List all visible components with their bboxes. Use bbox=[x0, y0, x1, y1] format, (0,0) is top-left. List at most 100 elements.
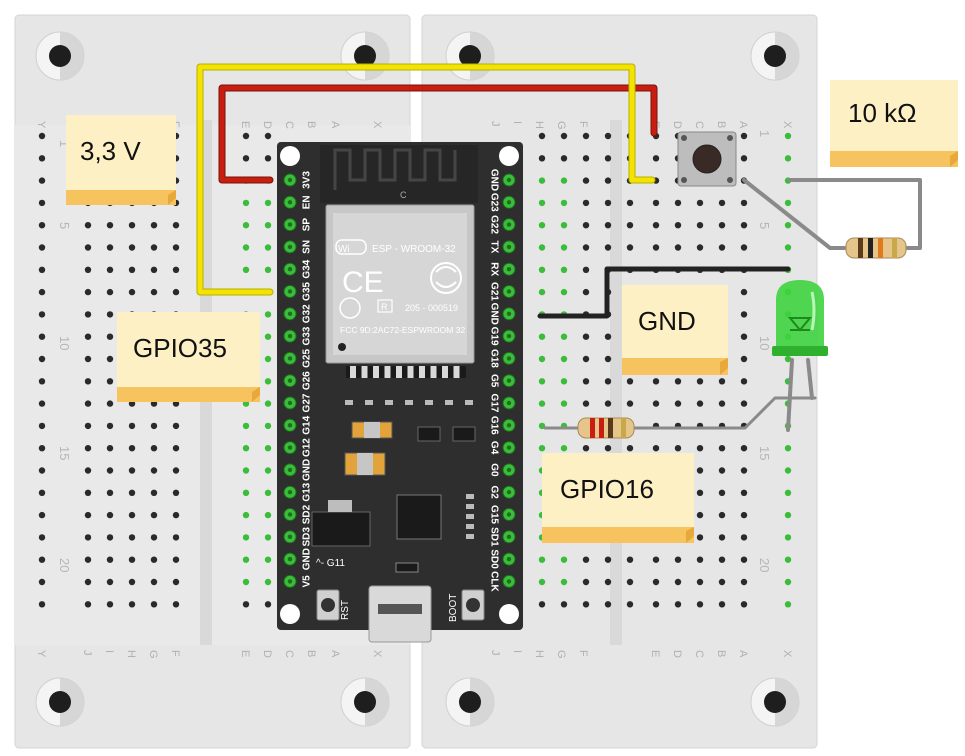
header-pin-right-core bbox=[506, 579, 512, 584]
breadboard-hole bbox=[582, 400, 590, 407]
breadboard-hole bbox=[242, 222, 250, 229]
breadboard-hole bbox=[84, 467, 92, 474]
breadboard-hole bbox=[582, 378, 590, 385]
pin-label-right: G22 bbox=[488, 215, 499, 234]
column-letter-bottom: C bbox=[283, 650, 295, 658]
breadboard-hole bbox=[560, 244, 568, 251]
pin-label-right: G16 bbox=[488, 416, 499, 435]
column-letter-bottom: G bbox=[147, 650, 159, 659]
breadboard-hole bbox=[128, 422, 136, 430]
breadboard-hole bbox=[560, 355, 568, 363]
transistor-1 bbox=[417, 426, 441, 442]
column-letter-bottom-right: I bbox=[511, 650, 523, 653]
breadboard-hole bbox=[264, 244, 272, 251]
breadboard-hole bbox=[652, 199, 660, 207]
wires bbox=[196, 63, 922, 432]
breadboard-hole bbox=[604, 578, 612, 586]
pin-label-left: 3V3 bbox=[302, 171, 313, 189]
breadboard-hole bbox=[718, 556, 726, 563]
mount-hole-center bbox=[49, 45, 71, 67]
breadboard-hole bbox=[106, 400, 114, 407]
header-pin-right-core bbox=[506, 200, 512, 205]
breadboard-hole bbox=[128, 222, 136, 229]
pin-label-left: G25 bbox=[302, 349, 313, 368]
breadboard-hole bbox=[582, 244, 590, 251]
column-letter-bottom-right: F bbox=[577, 650, 589, 657]
breadboard-hole bbox=[84, 288, 92, 296]
breadboard-hole bbox=[150, 222, 158, 229]
header-pin-right-core bbox=[506, 490, 512, 495]
breadboard-hole bbox=[718, 222, 726, 229]
breadboard-hole bbox=[84, 333, 92, 340]
smd-part bbox=[405, 400, 413, 405]
note-3v3-text: 3,3 V bbox=[80, 136, 141, 166]
module-pad bbox=[361, 366, 368, 378]
breadboard-hole bbox=[172, 467, 180, 474]
breadboard-hole bbox=[538, 199, 546, 207]
breadboard-hole bbox=[740, 534, 748, 541]
breadboard-hole bbox=[784, 489, 792, 496]
mount-hole-center bbox=[49, 691, 71, 713]
row-numbers-right: 1 5 10 15 20 bbox=[757, 130, 772, 572]
breadboard-hole bbox=[604, 400, 612, 407]
breadboard-hole bbox=[150, 445, 158, 452]
breadboard-hole bbox=[38, 333, 46, 340]
breadboard-hole bbox=[128, 445, 136, 452]
breadboard-hole bbox=[626, 445, 634, 452]
breadboard-hole bbox=[696, 534, 704, 541]
breadboard-hole bbox=[150, 288, 158, 296]
pin-label-right: G19 bbox=[488, 327, 499, 346]
row-number-20: 20 bbox=[57, 558, 72, 572]
module-pad bbox=[453, 366, 460, 378]
breadboard-hole bbox=[718, 511, 726, 519]
note-gpio16-text: GPIO16 bbox=[560, 474, 654, 504]
breadboard-hole bbox=[784, 355, 792, 363]
push-button[interactable] bbox=[677, 131, 737, 187]
breadboard-hole bbox=[264, 400, 272, 407]
smd-part bbox=[465, 400, 473, 405]
esp32-board: C Wi ESP - WROOM-32 CE R 205 - 000519 FC… bbox=[277, 142, 523, 643]
row-number-15: 15 bbox=[57, 446, 72, 460]
capacitor-1-body bbox=[364, 422, 380, 438]
breadboard-hole bbox=[172, 422, 180, 430]
breadboard-hole bbox=[106, 578, 114, 586]
pin-label-left: SN bbox=[302, 240, 313, 254]
breadboard-hole bbox=[674, 556, 682, 563]
breadboard-hole bbox=[38, 601, 46, 608]
breadboard-hole bbox=[84, 378, 92, 385]
breadboard-hole bbox=[582, 155, 590, 162]
breadboard-hole bbox=[538, 355, 546, 363]
pin-label-right: GND bbox=[488, 303, 499, 325]
smd-part bbox=[365, 400, 373, 405]
breadboard-hole bbox=[84, 422, 92, 430]
breadboard-hole bbox=[84, 222, 92, 229]
mount-hole-center bbox=[764, 45, 786, 67]
breadboard-hole bbox=[106, 222, 114, 229]
row-number-1-right: 1 bbox=[757, 130, 772, 137]
resistor-led bbox=[577, 417, 635, 439]
diode bbox=[395, 562, 419, 573]
breadboard-labels: YYJJIIHHGGFFEEDDCCBBAAXXJJIIHHGGFFEEDDCC… bbox=[35, 121, 793, 659]
breadboard-hole bbox=[172, 222, 180, 229]
boot-label: BOOT bbox=[448, 594, 459, 622]
breadboard-hole bbox=[560, 378, 568, 385]
module-pad bbox=[419, 366, 425, 378]
column-letter-bottom: A bbox=[329, 650, 341, 658]
smd-part bbox=[425, 400, 433, 405]
column-letter-top: D bbox=[261, 121, 273, 129]
column-letter-top-right: A bbox=[737, 121, 749, 129]
breadboard-hole bbox=[560, 222, 568, 229]
header-pin-right-core bbox=[506, 222, 512, 227]
rst-button-cap bbox=[321, 598, 335, 612]
header-pin-left-core bbox=[287, 378, 293, 383]
breadboard-hole bbox=[38, 534, 46, 541]
row-numbers-left: 1 5 10 15 20 bbox=[57, 140, 72, 572]
column-letter-top: B bbox=[305, 121, 317, 128]
header-pin-left-core bbox=[287, 356, 293, 361]
module-pad bbox=[442, 366, 448, 378]
breadboard-hole bbox=[674, 601, 682, 608]
breadboard-hole bbox=[604, 244, 612, 251]
breadboard-hole bbox=[740, 355, 748, 363]
breadboard-hole bbox=[696, 467, 704, 474]
breadboard-hole bbox=[740, 400, 748, 407]
